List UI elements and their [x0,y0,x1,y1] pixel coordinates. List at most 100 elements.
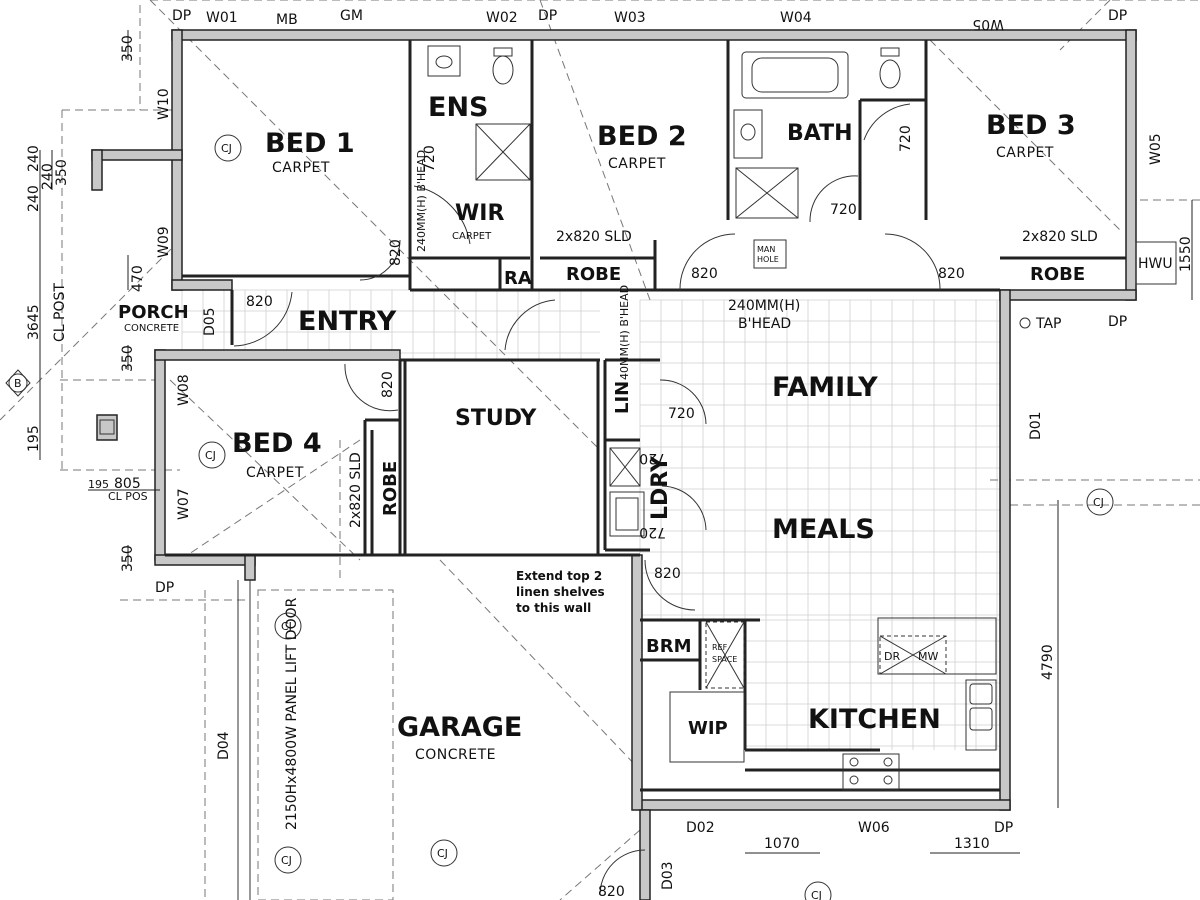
opening-d02: D02 [686,820,715,836]
door-width-820: 820 [380,371,396,398]
opening-dp: DP [1108,314,1127,330]
manhole-label: HOLE [757,255,779,264]
grid-b-marker [5,369,31,397]
opening-d01: D01 [1028,411,1044,440]
garage-door-label: 2150Hx4800W PANEL LIFT DOOR [284,597,300,830]
mw-label: MW [918,650,938,663]
finish-concrete: CONCRETE [124,323,179,334]
room-name-bed4: BED 4 [232,428,322,459]
interior-walls [165,40,1126,792]
room-name-bed3: BED 3 [986,110,1076,141]
bulkhead-label: B'HEAD [738,316,791,332]
cl-post-label: CL POST [52,283,68,342]
grid-b-label: B [14,377,22,390]
dim-195: 195 [26,425,42,452]
dim-470: 470 [130,265,146,292]
dim-1070: 1070 [764,836,800,852]
cj-label: CJ [205,449,216,462]
opening-dp: DP [1108,8,1127,24]
finish-carpet: CARPET [246,465,304,481]
cj-marker [274,612,302,640]
cj-label: CJ [281,620,292,633]
room-name-robe: ROBE [566,264,621,285]
dim-240: 240 [26,185,42,212]
opening-w08: W08 [176,374,192,406]
room-name-robe: ROBE [380,461,401,516]
exterior-walls [91,29,1137,900]
opening-gm: GM [340,8,363,24]
dim-3645: 3645 [26,304,42,340]
opening-d04: D04 [216,731,232,760]
cj-marker [274,846,302,874]
opening-w04: W04 [780,10,812,26]
cj-marker [1086,488,1114,516]
dim-350: 350 [120,545,136,572]
room-name-bath: BATH [787,121,853,146]
cj-label: CJ [281,854,292,867]
note-line: Extend top 2 [516,569,602,583]
cj-marker [430,839,458,867]
room-name-ens: ENS [428,92,489,123]
cj-label: CJ [1093,496,1104,509]
door-width-820: 820 [246,294,273,310]
opening-dp: DP [538,8,557,24]
dim-4790: 4790 [1040,644,1056,680]
opening-w02: W02 [486,10,518,26]
bulkhead-label-vertical: 240MM(H) B'HEAD [415,150,428,252]
door-width-720: 720 [830,202,857,218]
door-width-820: 820 [388,239,404,266]
opening-w06: W06 [858,820,890,836]
door-width-820: 820 [938,266,965,282]
opening-w07: W07 [176,488,192,520]
dim-240: 240 [40,163,56,190]
opening-w09: W09 [156,226,172,258]
cj-marker [214,134,242,162]
room-name-garage: GARAGE [397,712,522,743]
fixtures [99,45,1177,900]
room-labels: BED 1 BED 2 BED 3 BED 4 ENS WIR BATH ENT… [118,92,1085,743]
room-name-meals: MEALS [772,514,875,545]
finish-carpet: CARPET [452,231,492,242]
dim-350: 350 [120,35,136,62]
door-width-720-reversed: 720 [639,450,666,466]
dim-240: 240 [26,145,42,172]
opening-d03: D03 [660,861,676,890]
opening-codes: DP W01 MB GM W02 DP W03 W04 W05 DP W05 W… [155,8,1164,890]
cj-label: CJ [437,847,448,860]
room-name-wip: WIP [688,718,728,739]
room-name-robe: ROBE [1030,264,1085,285]
room-name-family: FAMILY [772,372,878,403]
opening-w03: W03 [614,10,646,26]
room-name-entry: ENTRY [298,306,397,337]
floor-finishes: CARPET CARPET CARPET CARPET CARPET CONCR… [124,145,1054,763]
opening-w01: W01 [206,10,238,26]
door-width-820: 820 [654,566,681,582]
dim-805: 805 [114,476,141,492]
dim-1310: 1310 [954,836,990,852]
dimension-labels: 350 240 240 350 240 3645 470 350 195 195… [26,35,1194,852]
room-name-ra: RA [504,268,532,289]
finish-carpet: CARPET [608,156,666,172]
slider-label: 2x820 SLD [1022,229,1098,245]
opening-w05-mirrored: W05 [972,16,1004,32]
cj-label: CJ [811,889,822,900]
room-name-ldry: LDRY [648,455,673,520]
cl-pos-label: CL POS [108,490,148,503]
finish-concrete: CONCRETE [415,747,496,763]
slider-label: 2x820 SLD [556,229,632,245]
door-width-720: 720 [668,406,695,422]
room-name-study: STUDY [455,406,537,431]
door-width-820: 820 [598,884,625,900]
bulkhead-label: 240MM(H) [728,298,800,314]
dr-label: DR [884,650,900,663]
finish-carpet: CARPET [996,145,1054,161]
door-width-720: 720 [898,125,914,152]
room-name-bed2: BED 2 [597,121,687,152]
door-swings [233,103,941,896]
opening-w05: W05 [1148,133,1164,165]
finish-carpet: CARPET [272,160,330,176]
misc-labels: 2x820 SLD 2x820 SLD 2x820 SLD 240MM(H) B… [14,150,1173,830]
slider-label: 2x820 SLD [348,452,364,528]
